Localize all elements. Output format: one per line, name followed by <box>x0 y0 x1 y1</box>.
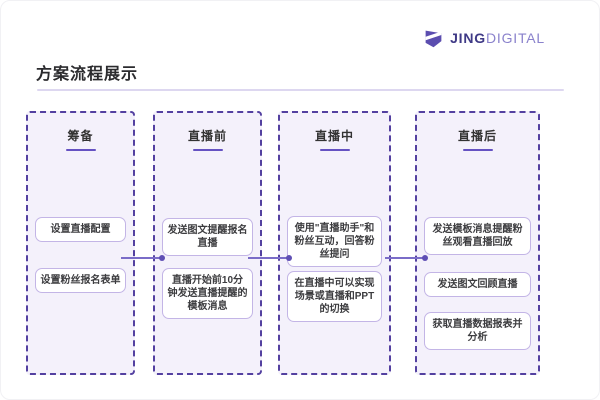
page-title: 方案流程展示 <box>36 66 139 83</box>
flow-step: 使用"直播助手"和粉丝互动，回答粉丝提问 <box>287 216 382 267</box>
stage-title: 筹备 <box>67 129 94 143</box>
flow-step: 设置直播配置 <box>35 217 126 242</box>
flow-step: 发送图文提醒报名直播 <box>162 218 253 256</box>
flow-step: 发送模板消息提醒粉丝观看直播回放 <box>424 217 531 255</box>
flow-arrow <box>121 255 165 261</box>
flow-step: 发送图文回顾直播 <box>424 272 531 297</box>
stage-during-live: 直播中 使用"直播助手"和粉丝互动，回答粉丝提问 在直播中可以实现场景或直播和P… <box>278 111 391 375</box>
jingdigital-logo-icon <box>423 28 444 49</box>
flow-arrow <box>385 255 428 261</box>
stage-header: 直播前 <box>155 127 260 151</box>
logo-text-jing: JING <box>450 30 486 46</box>
stage-title-underline <box>462 149 493 151</box>
flow-arrow <box>248 255 292 261</box>
flow-step: 设置粉丝报名表单 <box>35 268 126 293</box>
flow-step: 获取直播数据报表并分析 <box>424 312 531 350</box>
title-divider <box>37 89 564 91</box>
flow-step: 在直播中可以实现场景或直播和PPT的切换 <box>287 271 382 322</box>
stage-header: 直播中 <box>280 127 389 151</box>
stage-title-underline <box>65 149 96 151</box>
stage-post-live: 直播后 发送模板消息提醒粉丝观看直播回放 发送图文回顾直播 获取直播数据报表并分… <box>415 111 540 375</box>
stage-title: 直播前 <box>187 129 227 143</box>
stage-title-underline <box>319 149 350 151</box>
stage-pre-live: 直播前 发送图文提醒报名直播 直播开始前10分钟发送直播提醒的模板消息 <box>153 111 262 375</box>
stage-preparation: 筹备 设置直播配置 设置粉丝报名表单 <box>26 111 135 375</box>
stage-title: 直播中 <box>314 129 354 143</box>
brand-logo: JINGDIGITAL <box>423 28 545 49</box>
stage-title-underline <box>192 149 223 151</box>
logo-text-digital: DIGITAL <box>485 30 545 46</box>
flow-step: 直播开始前10分钟发送直播提醒的模板消息 <box>162 268 253 319</box>
stage-header: 直播后 <box>417 127 538 151</box>
stage-title: 直播后 <box>457 129 497 143</box>
stage-header: 筹备 <box>28 127 133 151</box>
